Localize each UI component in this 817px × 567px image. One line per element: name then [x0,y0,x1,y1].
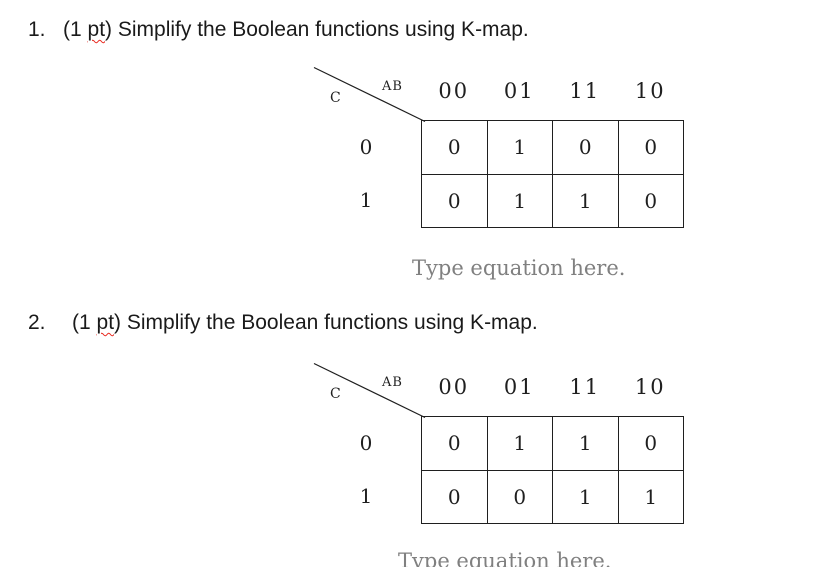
kmap-col-header: 00 [438,375,470,399]
kmap-row-header: 1 [359,484,373,509]
equation-placeholder[interactable]: Type equation here. [398,549,612,567]
question-1-prompt: (1 pt) Simplify the Boolean functions us… [63,17,529,42]
kmap-column-headers: 00 01 11 10 [421,373,683,401]
kmap-cell: 0 [486,469,553,524]
kmap-cell: 0 [617,173,684,228]
kmap-cell: 1 [552,416,619,471]
kmap-col-header: 01 [503,79,535,103]
kmap-cell: 0 [421,469,488,524]
prompt-text: (1 [72,311,97,334]
kmap-grid: 0 1 0 0 0 1 1 0 [421,120,684,228]
kmap-col-header: 11 [569,79,601,103]
kmap-cell: 0 [421,173,488,228]
kmap-col-header: 11 [569,375,601,399]
kmap-cell: 1 [552,173,619,228]
kmap-1: C AB 00 01 11 10 0 1 0 1 0 0 0 1 1 0 [313,62,685,232]
misspelled-word: pt [96,311,115,334]
kmap-col-header: 10 [634,375,666,399]
question-2-number: 2. [28,311,46,334]
kmap-cell: 1 [486,120,553,175]
kmap-row-headers: 0 1 [355,120,377,227]
kmap-row-header: 0 [359,430,373,455]
kmap-row-headers: 0 1 [355,416,377,523]
kmap-row-variable-label: C [330,90,341,106]
kmap-col-variable-label: AB [382,375,403,390]
kmap-cell: 1 [617,469,684,524]
kmap-grid: 0 1 1 0 0 0 1 1 [421,416,684,524]
kmap-grid-row: 0 1 1 0 [421,173,684,228]
prompt-text: ) Simplify the Boolean functions using K… [114,311,538,334]
kmap-col-header: 01 [503,375,535,399]
kmap-col-header: 00 [438,79,470,103]
kmap-col-header: 10 [634,79,666,103]
kmap-cell: 0 [421,120,488,175]
question-1-number: 1. [28,18,46,41]
kmap-cell: 1 [552,469,619,524]
kmap-row-header: 0 [359,134,373,159]
kmap-grid-row: 0 0 1 1 [421,469,684,524]
kmap-cell: 0 [421,416,488,471]
kmap-row-header: 1 [359,188,373,213]
kmap-cell: 1 [486,416,553,471]
kmap-cell: 0 [617,416,684,471]
kmap-cell: 0 [552,120,619,175]
misspelled-word: pt [87,18,106,41]
kmap-diagonal-line [313,362,426,419]
question-2-prompt: (1 pt) Simplify the Boolean functions us… [72,310,538,335]
kmap-diagonal-line [313,66,426,123]
kmap-cell: 0 [617,120,684,175]
kmap-cell: 1 [486,173,553,228]
kmap-2: C AB 00 01 11 10 0 1 0 1 1 0 0 0 1 1 [313,358,685,528]
kmap-col-variable-label: AB [382,79,403,94]
kmap-column-headers: 00 01 11 10 [421,77,683,105]
kmap-grid-row: 0 1 1 0 [421,416,684,471]
kmap-grid-row: 0 1 0 0 [421,120,684,175]
prompt-text: ) Simplify the Boolean functions using K… [105,18,529,41]
equation-placeholder[interactable]: Type equation here. [412,256,626,280]
kmap-row-variable-label: C [330,386,341,402]
prompt-text: (1 [63,18,88,41]
